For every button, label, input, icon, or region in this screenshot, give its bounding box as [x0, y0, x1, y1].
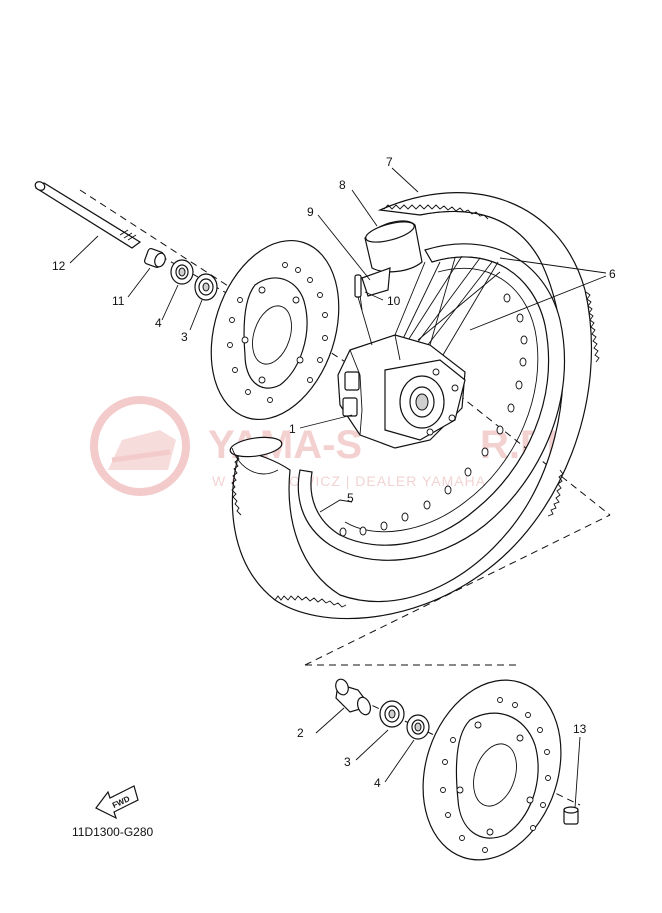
spacer-lower	[335, 678, 372, 716]
watermark-logo-icon	[90, 396, 190, 496]
callout-4-upper: 4	[155, 316, 162, 330]
valve-parts	[354, 267, 391, 346]
lower-small-parts	[335, 678, 430, 740]
watermark: YAMA-S R.PL W OJC CHOWICZ | DEALER YAMAH…	[90, 396, 571, 496]
callout-numbers: 1 2 3 3 4 4 5 6 7 8 9 10 11 12 13	[52, 155, 616, 790]
axle	[34, 181, 142, 249]
brake-disc-lower	[422, 679, 562, 861]
hub	[337, 334, 466, 449]
collar-upper	[143, 247, 166, 269]
callout-6: 6	[609, 267, 616, 281]
disc-bolt	[563, 806, 579, 825]
callout-7: 7	[386, 155, 393, 169]
tire	[229, 192, 600, 620]
seal-lower	[406, 714, 430, 740]
leader-lines	[69, 167, 607, 809]
disc-lower-holes	[440, 697, 551, 853]
callout-11: 11	[112, 294, 125, 308]
bearing-lower	[379, 700, 405, 728]
brake-disc-upper	[210, 239, 340, 421]
callout-9: 9	[307, 205, 314, 219]
callout-3-lower: 3	[344, 755, 351, 769]
seal-upper	[194, 273, 218, 301]
callout-3-upper: 3	[181, 330, 188, 344]
disc-upper-holes	[227, 262, 328, 403]
callout-10: 10	[387, 294, 401, 308]
rim	[297, 243, 566, 561]
callout-8: 8	[339, 178, 346, 192]
callout-2: 2	[297, 726, 304, 740]
upper-small-parts	[143, 247, 218, 301]
rim-band	[364, 220, 423, 273]
rim-spoke-holes	[339, 293, 528, 537]
spokes	[394, 255, 501, 361]
callout-5: 5	[347, 491, 354, 505]
callout-12: 12	[52, 259, 66, 273]
callout-13: 13	[573, 722, 587, 736]
watermark-text: YAMA-S	[208, 423, 362, 467]
callout-4-lower: 4	[374, 776, 381, 790]
bearing-upper	[170, 259, 194, 285]
fwd-arrow-icon: FWD	[95, 785, 139, 820]
callout-1: 1	[289, 422, 296, 436]
drawing-code: 11D1300-G280	[72, 825, 153, 839]
